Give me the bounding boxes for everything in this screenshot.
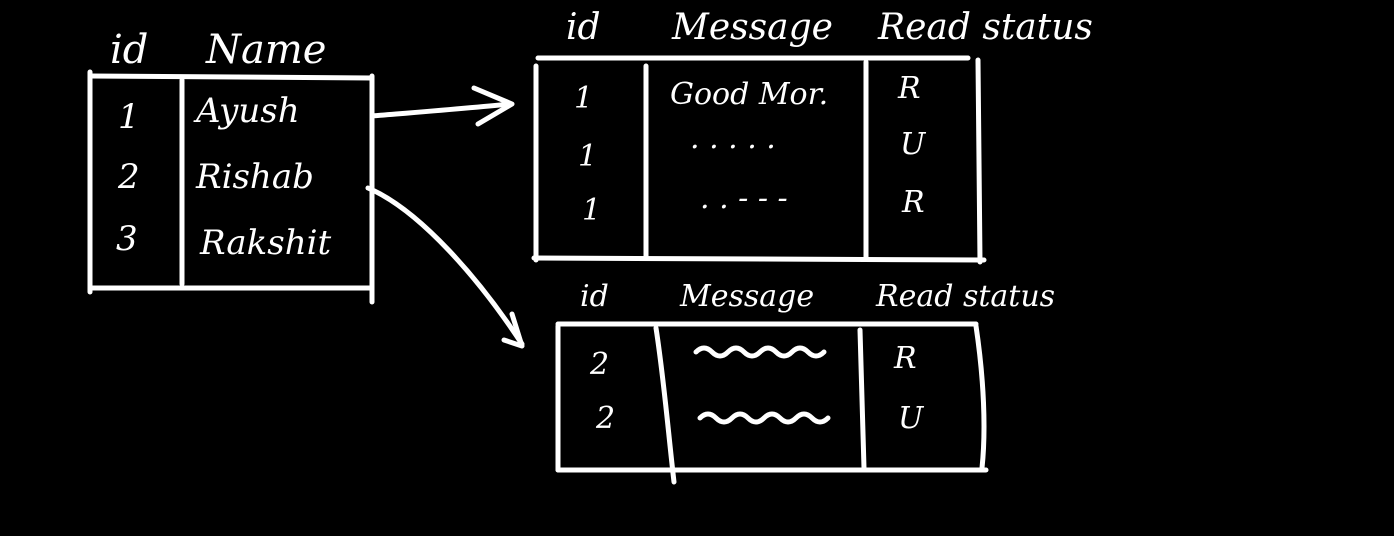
- users-row-3-id: 3: [116, 219, 138, 259]
- users-row-2-name: Rishab: [196, 157, 314, 197]
- messages-top-row-3-message: . . - - -: [700, 181, 788, 216]
- messages-top-row-2-message: . . . . .: [690, 121, 776, 156]
- wavy-message-2: [697, 411, 831, 425]
- arrow-to-top-table: [369, 85, 515, 127]
- messages-top-row-3-read-status: R: [902, 185, 925, 220]
- messages-bottom-header-id: id: [580, 279, 609, 314]
- users-header-id: id: [110, 27, 149, 73]
- messages-bottom-row-2-read-status: U: [898, 401, 924, 436]
- messages-table-top-border: [531, 55, 987, 265]
- messages-bottom-divider-2: [857, 327, 867, 471]
- messages-top-row-3-id: 1: [582, 193, 602, 228]
- messages-top-row-2-id: 1: [578, 139, 598, 174]
- messages-bottom-header-message: Message: [680, 279, 815, 314]
- messages-bottom-header-read-status: Read status: [876, 279, 1056, 314]
- messages-bottom-row-1-read-status: R: [894, 341, 917, 376]
- messages-top-row-2-read-status: U: [900, 127, 926, 162]
- messages-top-row-1-read-status: R: [898, 71, 921, 106]
- messages-bottom-row-1-id: 2: [590, 347, 610, 382]
- arrow-to-bottom-table: [365, 185, 525, 349]
- messages-top-row-1-message: Good Mor.: [670, 77, 829, 112]
- users-row-3-name: Rakshit: [200, 223, 332, 263]
- wavy-message-1: [693, 345, 827, 359]
- messages-top-row-1-id: 1: [574, 81, 594, 116]
- messages-bottom-row-2-id: 2: [596, 401, 616, 436]
- messages-top-header-message: Message: [672, 7, 833, 48]
- messages-bottom-divider-1: [653, 325, 677, 485]
- users-row-2-id: 2: [118, 157, 140, 197]
- messages-top-header-read-status: Read status: [878, 7, 1093, 48]
- messages-top-header-id: id: [566, 7, 601, 48]
- users-row-1-name: Ayush: [196, 91, 300, 131]
- users-header-name: Name: [206, 27, 327, 73]
- messages-table-bottom-border: [555, 321, 989, 485]
- users-row-1-id: 1: [118, 97, 140, 137]
